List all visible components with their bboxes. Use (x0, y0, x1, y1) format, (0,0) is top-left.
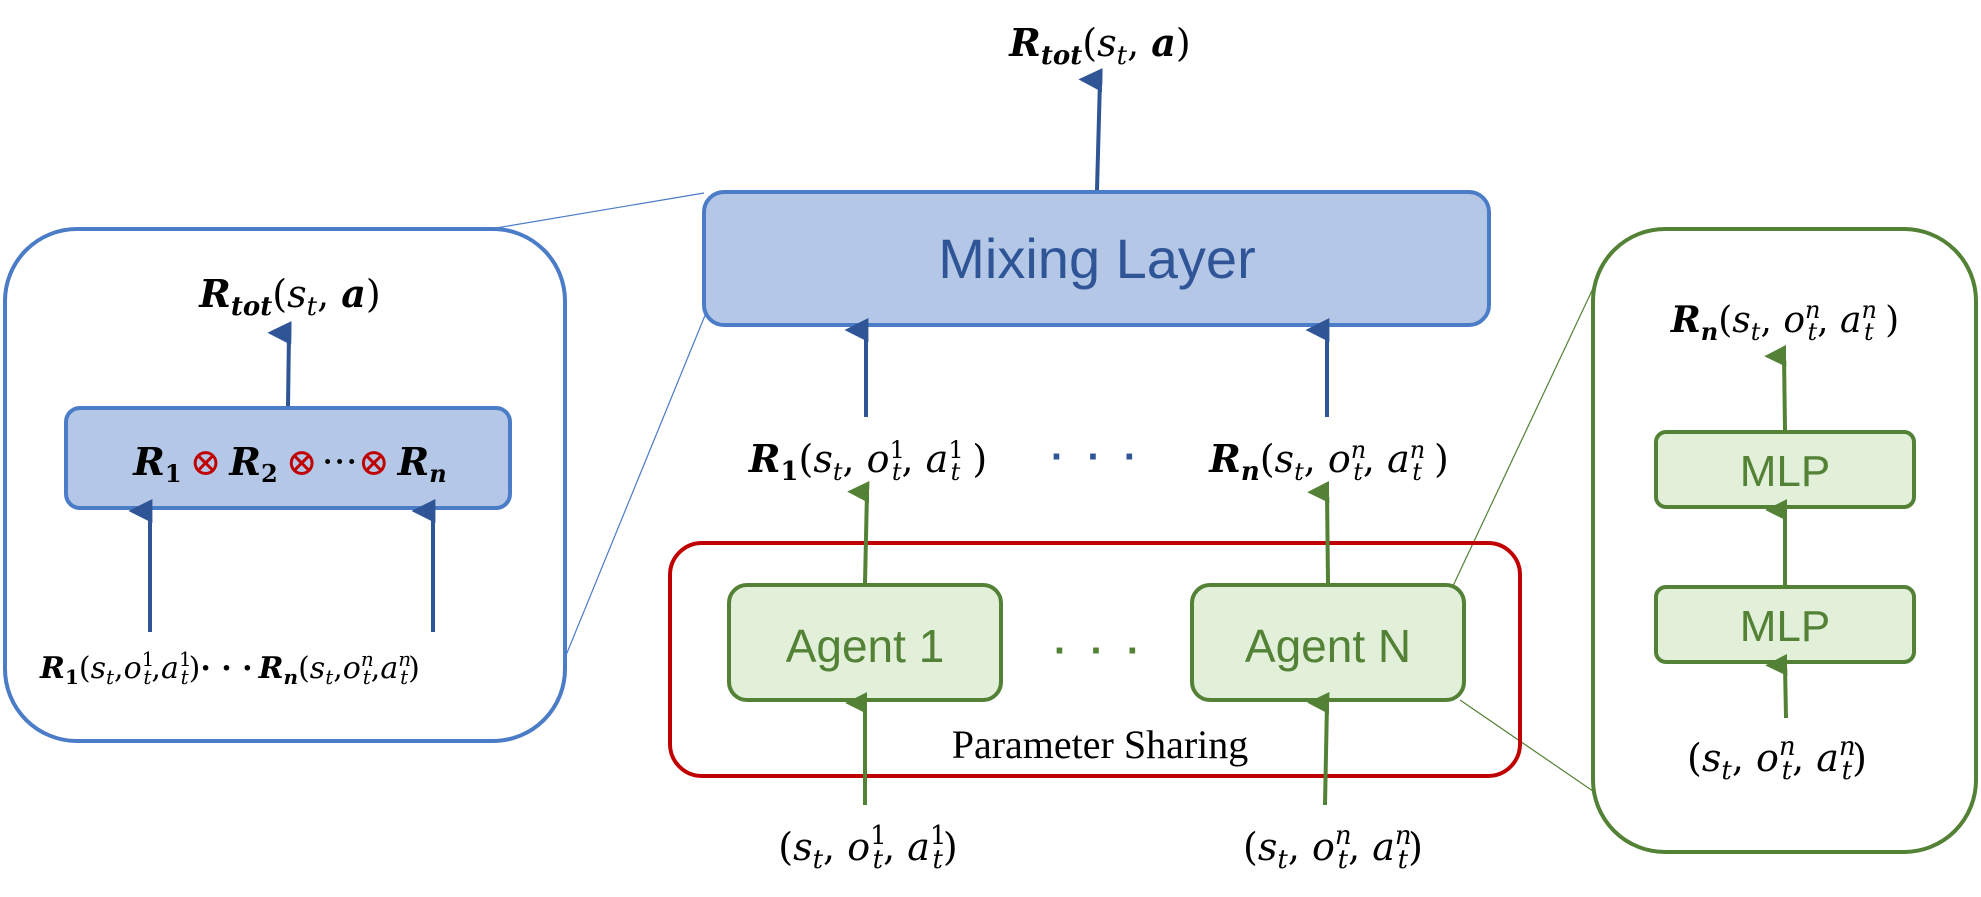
left-product-expression: R1⊗R2⊗···⊗Rn (132, 439, 446, 488)
arrow-inputn-to-agentn (1307, 692, 1330, 806)
parameter-sharing-box (668, 541, 1522, 778)
arrow-mixing-to-output (1078, 68, 1103, 191)
total-reward-output: Rtot(st, a) (1008, 20, 1190, 71)
zoom-line-right-bottom (1459, 699, 1607, 801)
left-zoom-output: Rtot(st, a) (198, 271, 380, 322)
parameter-sharing-label: Parameter Sharing (952, 722, 1249, 767)
zoom-line-left-bottom (559, 312, 707, 671)
agent-reward-ellipsis: · · · (1051, 435, 1143, 479)
agent-ellipsis: · · · (1054, 629, 1146, 673)
right-arrow-input-to-mlp (1765, 653, 1788, 719)
mixing-layer-box (702, 190, 1491, 327)
zoom-line-right-top (1451, 279, 1598, 589)
mixing-layer-label: Mixing Layer (938, 227, 1255, 290)
arrow-agentn-to-rn (1307, 480, 1330, 584)
left-arrow-product-to-output (267, 321, 292, 408)
left-product-box (64, 406, 512, 510)
mlp-top-label: MLP (1740, 447, 1830, 496)
right-arrow-mlp-to-output (1764, 344, 1787, 431)
arrow-agent1-to-r1 (847, 481, 870, 584)
agent-1-label: Agent 1 (786, 620, 945, 672)
mlp-bottom-label: MLP (1740, 602, 1830, 651)
agent-n-label: Agent N (1245, 620, 1411, 672)
zoom-line-left-top (495, 192, 705, 229)
